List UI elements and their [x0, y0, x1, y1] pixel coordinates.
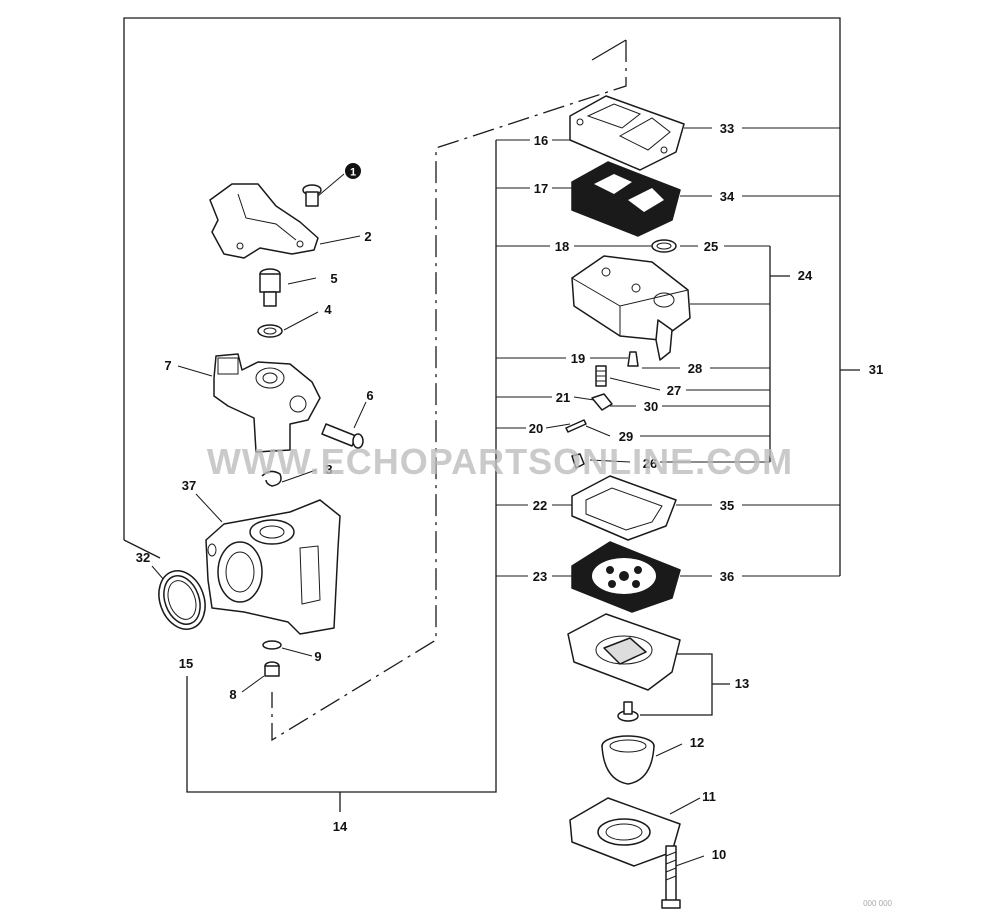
- callout-2: 2: [364, 229, 371, 244]
- part-bolt-10: [661, 845, 681, 909]
- callout-24: 24: [798, 268, 813, 283]
- callout-6: 6: [366, 388, 373, 403]
- callout-10: 10: [712, 847, 726, 862]
- part-screw-6: [321, 423, 364, 449]
- part-lever-30: [591, 393, 613, 411]
- callout-23: 23: [533, 569, 547, 584]
- callout-13: 13: [735, 676, 749, 691]
- callout-20: 20: [529, 421, 543, 436]
- part-pin-29: [565, 419, 587, 433]
- callout-12: 12: [690, 735, 704, 750]
- callout-35: 35: [720, 498, 734, 513]
- callout-3: 3: [325, 462, 332, 477]
- part-plate-2: [209, 183, 319, 259]
- part-spring-27: [595, 365, 607, 387]
- callout-14: 14: [333, 819, 348, 834]
- part-needle-28: [627, 351, 639, 367]
- part-cover-13: [567, 613, 681, 691]
- part-screw-5: [259, 268, 281, 307]
- part-screw-26: [571, 453, 585, 469]
- callout-18: 18: [555, 239, 569, 254]
- callout-29: 29: [619, 429, 633, 444]
- callout-7: 7: [164, 358, 171, 373]
- bracket-lines: [123, 17, 860, 812]
- part-gasket-35: [571, 475, 677, 541]
- part-primer-bulb-12: [601, 735, 655, 785]
- part-oring-9: [262, 640, 282, 650]
- callout-1-marker: [345, 163, 361, 179]
- callout-9: 9: [314, 649, 321, 664]
- callout-16: 16: [534, 133, 548, 148]
- callout-1: 1: [350, 167, 356, 179]
- part-valve-body-7: [213, 353, 321, 453]
- part-washer-4: [257, 324, 283, 338]
- callout-19: 19: [571, 351, 585, 366]
- part-diaphragm-34: [571, 161, 681, 237]
- part-gasket-33: [569, 95, 685, 171]
- callout-8: 8: [229, 687, 236, 702]
- callout-31: 31: [869, 362, 883, 377]
- part-screw-1: [302, 184, 322, 207]
- callout-27: 27: [667, 383, 681, 398]
- part-check-valve-13: [617, 701, 639, 722]
- callout-15: 15: [179, 656, 193, 671]
- callout-25: 25: [704, 239, 718, 254]
- callout-5: 5: [330, 271, 337, 286]
- callout-17: 17: [534, 181, 548, 196]
- callout-33: 33: [720, 121, 734, 136]
- part-plug-8: [264, 661, 280, 677]
- callout-22: 22: [533, 498, 547, 513]
- callout-37: 37: [182, 478, 196, 493]
- callout-11: 11: [702, 789, 716, 804]
- callout-4: 4: [324, 302, 332, 317]
- part-pump-body-24: [571, 255, 691, 361]
- callout-26: 26: [643, 456, 657, 471]
- callout-36: 36: [720, 569, 734, 584]
- callout-30: 30: [644, 399, 658, 414]
- part-seal-32: [158, 570, 206, 630]
- part-clip-3: [261, 470, 282, 487]
- part-retainer-11: [569, 797, 681, 867]
- part-diaphragm-36: [571, 541, 681, 613]
- callout-labels: 1 2 3 4 5 6 7 8 9 10 11 12 13 14 15 16 1…: [136, 121, 883, 862]
- callout-21: 21: [556, 390, 570, 405]
- part-screen-25: [651, 239, 677, 253]
- part-body-37: [205, 499, 341, 635]
- watermark-text: WWW.ECHOPARTSONLINE.COM: [207, 441, 793, 482]
- figure-id: 000 000: [863, 899, 892, 908]
- leader-lines: [151, 127, 840, 869]
- callout-28: 28: [688, 361, 702, 376]
- callout-32: 32: [136, 550, 150, 565]
- callout-34: 34: [720, 189, 735, 204]
